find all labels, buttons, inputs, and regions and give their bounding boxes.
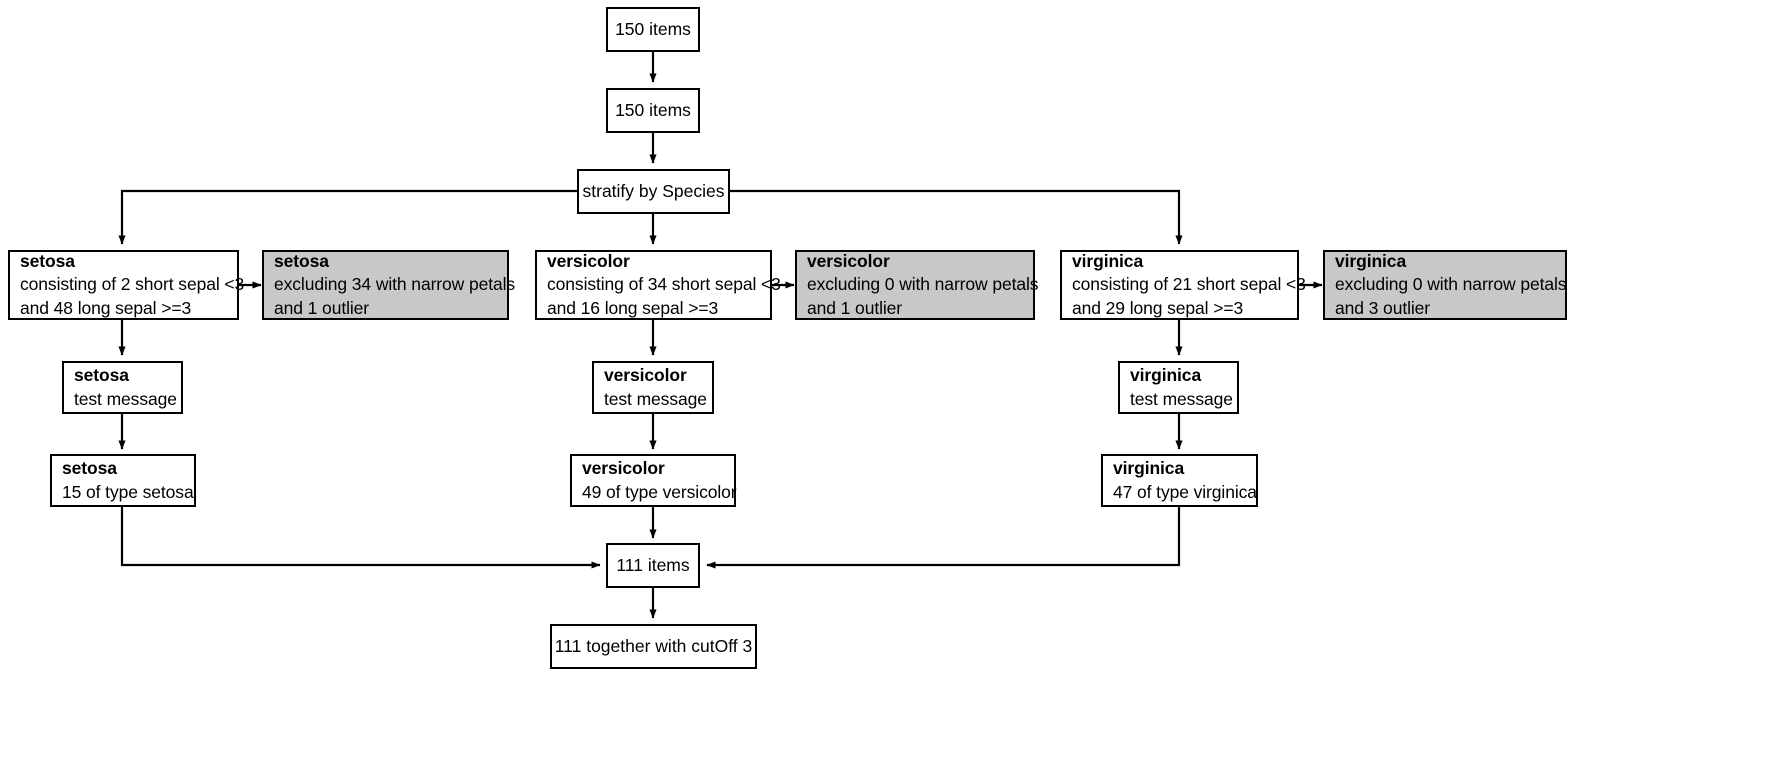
node-setosa-test-line1: test message	[74, 388, 177, 409]
node-virginica-test-line1: test message	[1130, 388, 1233, 409]
node-versicolor-exclude[interactable]: versicolor excluding 0 with narrow petal…	[795, 250, 1039, 320]
edge-setosa-count-to-merge	[120, 507, 601, 569]
node-stratify[interactable]: stratify by Species	[577, 169, 730, 214]
node-final[interactable]: 111 together with cutOff 3	[550, 624, 757, 669]
node-setosa-count[interactable]: setosa 15 of type setosa	[50, 454, 196, 507]
node-second-label: 150 items	[615, 99, 691, 120]
node-setosa-test-title: setosa	[74, 365, 129, 386]
node-virginica-exclude[interactable]: virginica excluding 0 with narrow petals…	[1323, 250, 1567, 320]
node-start[interactable]: 150 items	[606, 7, 700, 52]
node-setosa-include[interactable]: setosa consisting of 2 short sepal <3 an…	[8, 250, 245, 320]
node-virginica-count-title: virginica	[1113, 458, 1185, 479]
node-merge[interactable]: 111 items	[606, 543, 700, 588]
node-versicolor-exclude-line2: and 1 outlier	[807, 297, 903, 318]
node-setosa-include-title: setosa	[20, 251, 75, 272]
edge-stratify-to-setosa	[118, 189, 578, 245]
node-stratify-label: stratify by Species	[582, 180, 725, 201]
node-virginica-include-line2: and 29 long sepal >=3	[1072, 297, 1244, 318]
node-virginica-include[interactable]: virginica consisting of 21 short sepal <…	[1060, 250, 1306, 320]
node-versicolor-include[interactable]: versicolor consisting of 34 short sepal …	[535, 250, 781, 320]
node-virginica-exclude-line2: and 3 outlier	[1335, 297, 1431, 318]
node-setosa-count-title: setosa	[62, 458, 117, 479]
node-merge-label: 111 items	[616, 554, 690, 575]
node-versicolor-exclude-title: versicolor	[807, 251, 890, 272]
node-virginica-count[interactable]: virginica 47 of type virginica	[1101, 454, 1258, 507]
node-versicolor-test[interactable]: versicolor test message	[592, 361, 714, 414]
node-versicolor-count-title: versicolor	[582, 458, 665, 479]
node-setosa-exclude-line1: excluding 34 with narrow petals	[274, 274, 516, 295]
node-versicolor-exclude-line1: excluding 0 with narrow petals	[807, 274, 1039, 295]
node-virginica-test-title: virginica	[1130, 365, 1202, 386]
node-virginica-exclude-title: virginica	[1335, 251, 1407, 272]
node-versicolor-include-line1: consisting of 34 short sepal <3	[547, 274, 781, 295]
node-setosa-include-line1: consisting of 2 short sepal <3	[20, 274, 245, 295]
node-setosa-include-line2: and 48 long sepal >=3	[20, 297, 192, 318]
node-second[interactable]: 150 items	[606, 88, 700, 133]
node-final-label: 111 together with cutOff 3	[554, 635, 753, 656]
node-start-label: 150 items	[615, 18, 691, 39]
node-virginica-include-title: virginica	[1072, 251, 1144, 272]
node-setosa-exclude-title: setosa	[274, 251, 329, 272]
node-setosa-exclude-line2: and 1 outlier	[274, 297, 370, 318]
node-virginica-test[interactable]: virginica test message	[1118, 361, 1239, 414]
node-setosa-test[interactable]: setosa test message	[62, 361, 183, 414]
edge-virginica-count-to-merge	[706, 507, 1181, 569]
node-setosa-count-line1: 15 of type setosa	[62, 481, 194, 502]
node-versicolor-include-line2: and 16 long sepal >=3	[547, 297, 719, 318]
node-setosa-exclude[interactable]: setosa excluding 34 with narrow petals a…	[262, 250, 516, 320]
node-versicolor-test-line1: test message	[604, 388, 707, 409]
node-versicolor-include-title: versicolor	[547, 251, 630, 272]
node-virginica-count-line1: 47 of type virginica	[1113, 481, 1257, 502]
node-versicolor-test-title: versicolor	[604, 365, 687, 386]
node-versicolor-count-line1: 49 of type versicolor	[582, 481, 737, 502]
edge-stratify-to-virginica	[730, 189, 1183, 245]
node-virginica-exclude-line1: excluding 0 with narrow petals	[1335, 274, 1567, 295]
node-virginica-include-line1: consisting of 21 short sepal <3	[1072, 274, 1306, 295]
node-versicolor-count[interactable]: versicolor 49 of type versicolor	[570, 454, 737, 507]
